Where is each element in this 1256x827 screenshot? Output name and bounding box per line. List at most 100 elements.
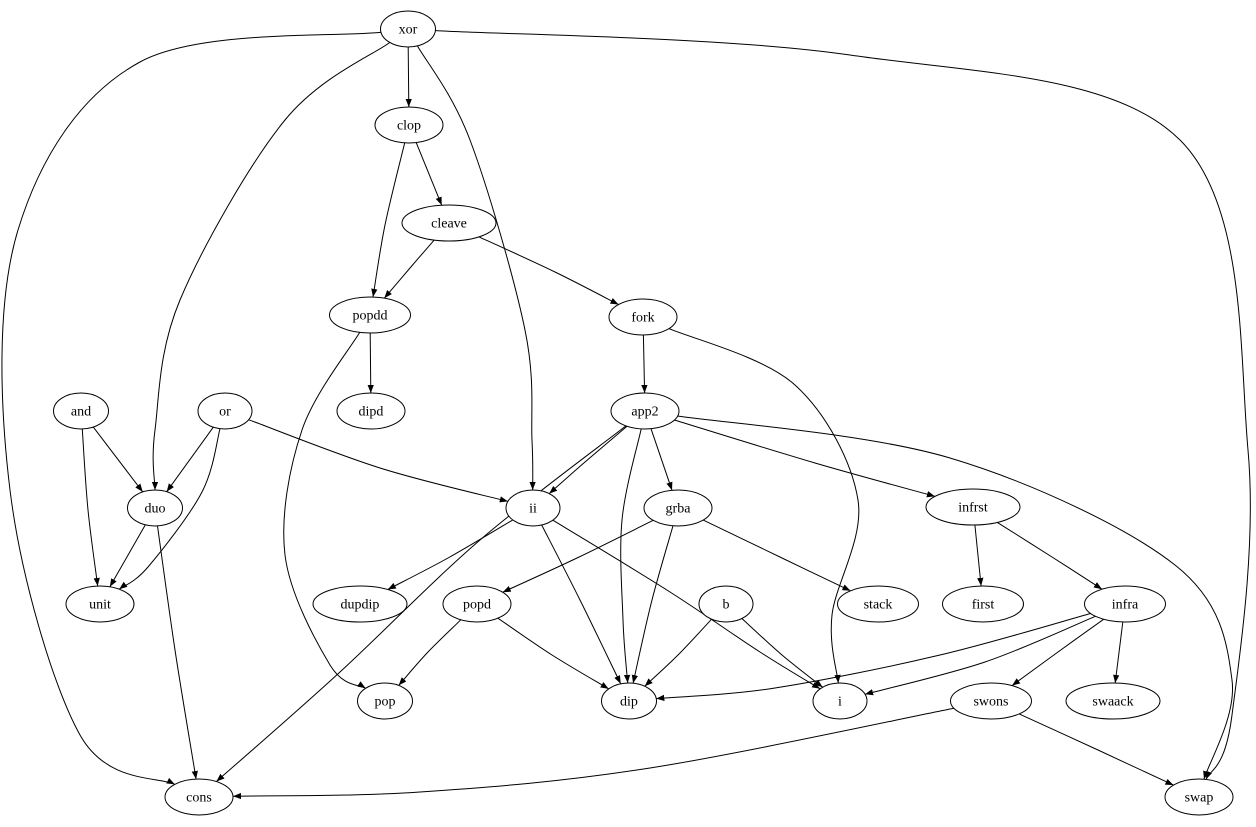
graph-edge-grba-popd (502, 519, 654, 593)
graph-edge-infra-i (864, 615, 1096, 696)
graph-node-shape-swons (950, 682, 1032, 720)
graph-node-label-fork: fork (631, 311, 654, 326)
graph-edge-xor-cons (1, 31, 382, 785)
graph-node-and: and (53, 392, 109, 430)
graph-edge-xor-duo (151, 42, 391, 491)
graph-node-cleave: cleave (401, 204, 497, 242)
graph-edge-or-ii (248, 419, 509, 503)
graph-edge-app2-ii (548, 425, 628, 494)
graph-node-label-swaack: swaack (1092, 695, 1133, 710)
graph-edge-popdd-pop (283, 332, 366, 689)
edge-layer (1, 30, 1251, 800)
graph-edge-popd-pop (398, 619, 462, 686)
graph-node-label-clop: clop (397, 119, 421, 134)
graph-edge-swons-swap (1018, 713, 1174, 786)
graph-node-label-unit: unit (89, 598, 111, 613)
graph-node-dip: dip (601, 682, 657, 720)
graph-node-label-or: or (219, 405, 231, 420)
graph-edge-clop-popdd (371, 142, 406, 298)
graph-node-duo: duo (127, 489, 183, 527)
graph-edge-infra-dip (656, 613, 1091, 702)
graph-edge-cleave-popdd (383, 239, 435, 299)
graph-edge-app2-dip (620, 428, 642, 684)
graph-edge-infra-swaack (1113, 621, 1124, 684)
graph-node-swaack: swaack (1065, 682, 1161, 720)
graph-node-infra: infra (1084, 585, 1166, 623)
graph-node-shape-swap (1164, 778, 1234, 816)
graph-node-unit: unit (65, 585, 135, 623)
graph-node-shape-dip (601, 682, 657, 720)
graph-node-shape-pop (357, 682, 413, 720)
graph-node-shape-or (197, 392, 253, 430)
graph-edge-popd-dip (497, 617, 609, 690)
graph-edge-ii-dip (541, 524, 622, 685)
graph-edge-xor-ii (416, 45, 536, 491)
graph-edge-infrst-infra (997, 521, 1103, 590)
graph-node-label-swap: swap (1185, 791, 1214, 806)
graph-node-shape-app2 (610, 392, 680, 430)
graph-node-fork: fork (608, 298, 678, 336)
graph-node-swons: swons (950, 682, 1032, 720)
graph-node-shape-unit (65, 585, 135, 623)
graph-node-app2: app2 (610, 392, 680, 430)
graph-node-shape-stack (837, 585, 919, 623)
graph-node-label-pop: pop (375, 695, 396, 710)
graph-node-shape-infra (1084, 585, 1166, 623)
graph-edge-and-unit (81, 428, 100, 587)
graph-node-shape-grba (643, 489, 713, 527)
graph-node-clop: clop (374, 106, 444, 144)
graph-node-shape-dupdip (312, 585, 408, 623)
graph-edge-fork-app2 (641, 334, 648, 394)
graph-node-shape-infrst (925, 488, 1021, 526)
graph-node-infrst: infrst (925, 488, 1021, 526)
graph-node-shape-cleave (401, 204, 497, 242)
graph-node-grba: grba (643, 489, 713, 527)
graph-node-swap: swap (1164, 778, 1234, 816)
graph-edge-xor-swap (435, 30, 1251, 780)
graph-node-cons: cons (164, 778, 234, 816)
graph-node-label-app2: app2 (631, 405, 658, 420)
graph-node-shape-b (698, 585, 754, 623)
graph-node-ii: ii (505, 489, 561, 527)
graph-edge-app2-grba (650, 428, 673, 491)
graph-node-label-stack: stack (864, 598, 893, 613)
graph-node-shape-xor (380, 10, 436, 48)
graph-edge-swons-cons (232, 707, 955, 800)
graph-node-xor: xor (380, 10, 436, 48)
graph-edge-and-duo (92, 426, 144, 493)
graph-node-label-infrst: infrst (958, 501, 988, 516)
graph-node-first: first (942, 585, 1024, 623)
graph-edge-duo-cons (157, 525, 198, 780)
graph-node-shape-first (942, 585, 1024, 623)
graph-node-label-duo: duo (145, 502, 166, 517)
graph-edge-grba-stack (702, 519, 851, 592)
graph-node-shape-popdd (329, 296, 411, 334)
graph-node-shape-popd (442, 585, 512, 623)
graph-node-shape-swaack (1065, 682, 1161, 720)
graph-node-shape-fork (608, 298, 678, 336)
graph-edge-app2-cons (216, 425, 627, 782)
graph-node-label-popd: popd (463, 598, 491, 613)
graph-node-label-dipd: dipd (359, 405, 384, 420)
graph-node-pop: pop (357, 682, 413, 720)
graph-edge-infra-swons (1011, 618, 1104, 687)
graph-edge-fork-i (668, 328, 860, 684)
graph-node-label-i: i (838, 695, 842, 710)
graph-node-label-grba: grba (666, 502, 692, 517)
graph-node-dupdip: dupdip (312, 585, 408, 623)
graph-node-popdd: popdd (329, 296, 411, 334)
graph-node-dipd: dipd (336, 392, 406, 430)
graph-node-label-infra: infra (1112, 598, 1139, 613)
graph-edge-or-duo (166, 426, 214, 492)
graph-node-shape-duo (127, 489, 183, 527)
graph-edge-duo-unit (109, 524, 146, 588)
graph-node-label-popdd: popdd (353, 309, 388, 324)
graph-edge-grba-dip (631, 525, 674, 684)
graph-node-label-swons: swons (973, 695, 1008, 710)
graph-edge-ii-i (552, 519, 821, 690)
graph-node-shape-clop (374, 106, 444, 144)
graph-node-label-and: and (71, 405, 91, 420)
